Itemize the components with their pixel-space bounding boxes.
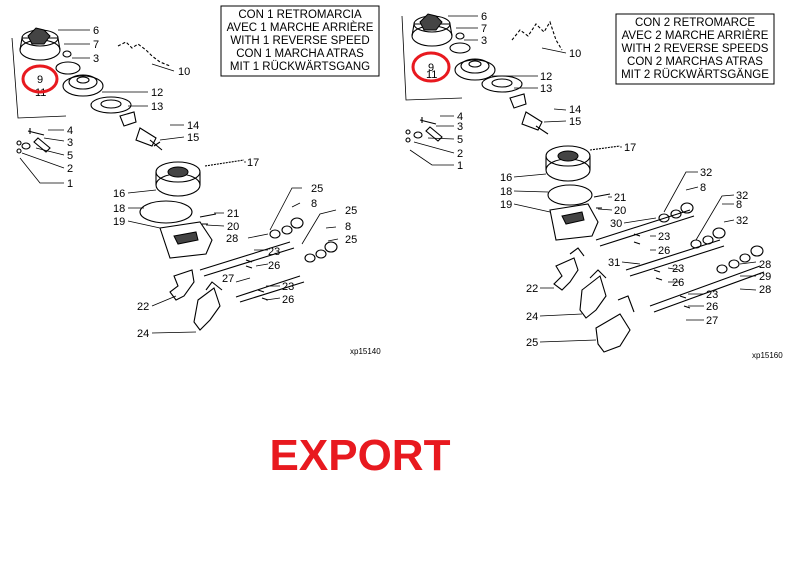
callout: 23 (706, 289, 718, 301)
callout: 25 (311, 183, 323, 195)
callout: 14 (187, 120, 199, 132)
callout: 25 (526, 337, 538, 349)
export-banner: EXPORT (270, 431, 451, 480)
caption-line: CON 1 RETROMARCIA (238, 9, 362, 21)
callout: 3 (93, 53, 99, 65)
caption-line: CON 2 MARCHAS ATRAS (627, 56, 763, 68)
callout: 26 (268, 260, 280, 272)
callout: 23 (672, 263, 684, 275)
callout: 26 (672, 277, 684, 289)
highlight-label: 9 (37, 74, 43, 86)
callout: 22 (526, 283, 538, 295)
callout: 22 (137, 301, 149, 313)
highlight-label: 9 (428, 62, 434, 74)
diagram-right: CON 2 RETROMARCE AVEC 2 MARCHE ARRIÈRE W… (401, 11, 783, 360)
callout: 3 (457, 121, 463, 133)
caption-line: WITH 1 REVERSE SPEED (230, 35, 369, 47)
callout: 21 (227, 208, 239, 220)
callout: 13 (540, 83, 552, 95)
callout: 13 (151, 101, 163, 113)
callout: 3 (67, 137, 73, 149)
part-disc (62, 74, 104, 97)
callout: 8 (311, 198, 317, 210)
diagram-reference: xp15160 (752, 351, 783, 360)
part-housing (155, 161, 201, 197)
callout: 32 (736, 215, 748, 227)
part-hub (19, 27, 81, 75)
caption-box-right: CON 2 RETROMARCE AVEC 2 MARCHE ARRIÈRE W… (615, 13, 775, 85)
callout: 1 (67, 178, 73, 190)
diagram-left: CON 1 RETROMARCIA AVEC 1 MARCHE ARRIÈRE … (11, 5, 381, 356)
callout: 29 (759, 271, 771, 283)
callout: 12 (540, 71, 552, 83)
callout: 26 (282, 294, 294, 306)
callout: 7 (93, 39, 99, 51)
callout: 24 (526, 311, 538, 323)
caption-line: WITH 2 REVERSE SPEEDS (622, 43, 769, 55)
caption-box-left: CON 1 RETROMARCIA AVEC 1 MARCHE ARRIÈRE … (220, 5, 380, 77)
callout: 4 (67, 125, 73, 137)
callout: 8 (700, 182, 706, 194)
callout: 11 (426, 69, 437, 81)
callout: 4 (457, 111, 463, 123)
callout: 31 (608, 257, 620, 269)
highlight-marker: 9 (411, 51, 451, 83)
callout: 20 (227, 221, 239, 233)
callout: 25 (345, 205, 357, 217)
callout: 15 (569, 116, 581, 128)
caption-line: AVEC 1 MARCHE ARRIÈRE (227, 21, 374, 34)
caption-line: CON 2 RETROMARCE (635, 17, 755, 29)
highlight-marker: 9 (21, 64, 59, 94)
callout: 15 (187, 132, 199, 144)
callout: 18 (500, 186, 512, 198)
callout: 26 (706, 301, 718, 313)
callout: 23 (268, 246, 280, 258)
callout: 16 (113, 188, 125, 200)
callout: 3 (481, 35, 487, 47)
callout: 28 (226, 233, 238, 245)
callout: 12 (151, 87, 163, 99)
caption-line: AVEC 2 MARCHE ARRIÈRE (622, 29, 769, 42)
callout: 5 (457, 134, 463, 146)
callout: 14 (569, 104, 581, 116)
callout: 6 (93, 25, 99, 37)
callout: 7 (481, 23, 487, 35)
caption-line: MIT 2 RÜCKWÄRTSGÄNGE (621, 69, 769, 81)
callout: 26 (658, 245, 670, 257)
callout: 6 (481, 11, 487, 23)
callout: 30 (610, 218, 622, 230)
callout: 18 (113, 203, 125, 215)
callout: 28 (759, 284, 771, 296)
callout: 23 (282, 281, 294, 293)
callout: 17 (624, 142, 636, 154)
caption-line: CON 1 MARCHA ATRAS (236, 48, 364, 60)
callout: 25 (345, 234, 357, 246)
callout: 17 (247, 157, 259, 169)
callout: 8 (345, 221, 351, 233)
callout: 1 (457, 160, 463, 172)
callout: 16 (500, 172, 512, 184)
callout: 21 (614, 192, 626, 204)
callout: 27 (706, 315, 718, 327)
caption-line: MIT 1 RÜCKWÄRTSGANG (230, 61, 370, 73)
callout: 28 (759, 259, 771, 271)
callout: 27 (222, 273, 234, 285)
callout: 2 (457, 148, 463, 160)
callout: 19 (500, 199, 512, 211)
part-hub (411, 13, 471, 54)
callout: 20 (614, 205, 626, 217)
callout: 23 (658, 231, 670, 243)
callout: 19 (113, 216, 125, 228)
callout: 32 (736, 190, 748, 202)
callout: 32 (700, 167, 712, 179)
callout: 5 (67, 150, 73, 162)
part-housing (545, 145, 591, 182)
callout: 10 (178, 66, 190, 78)
callout: 24 (137, 328, 149, 340)
diagram-reference: xp15140 (350, 347, 381, 356)
callout: 2 (67, 163, 73, 175)
callout: 10 (569, 48, 581, 60)
callout: 8 (736, 199, 742, 211)
